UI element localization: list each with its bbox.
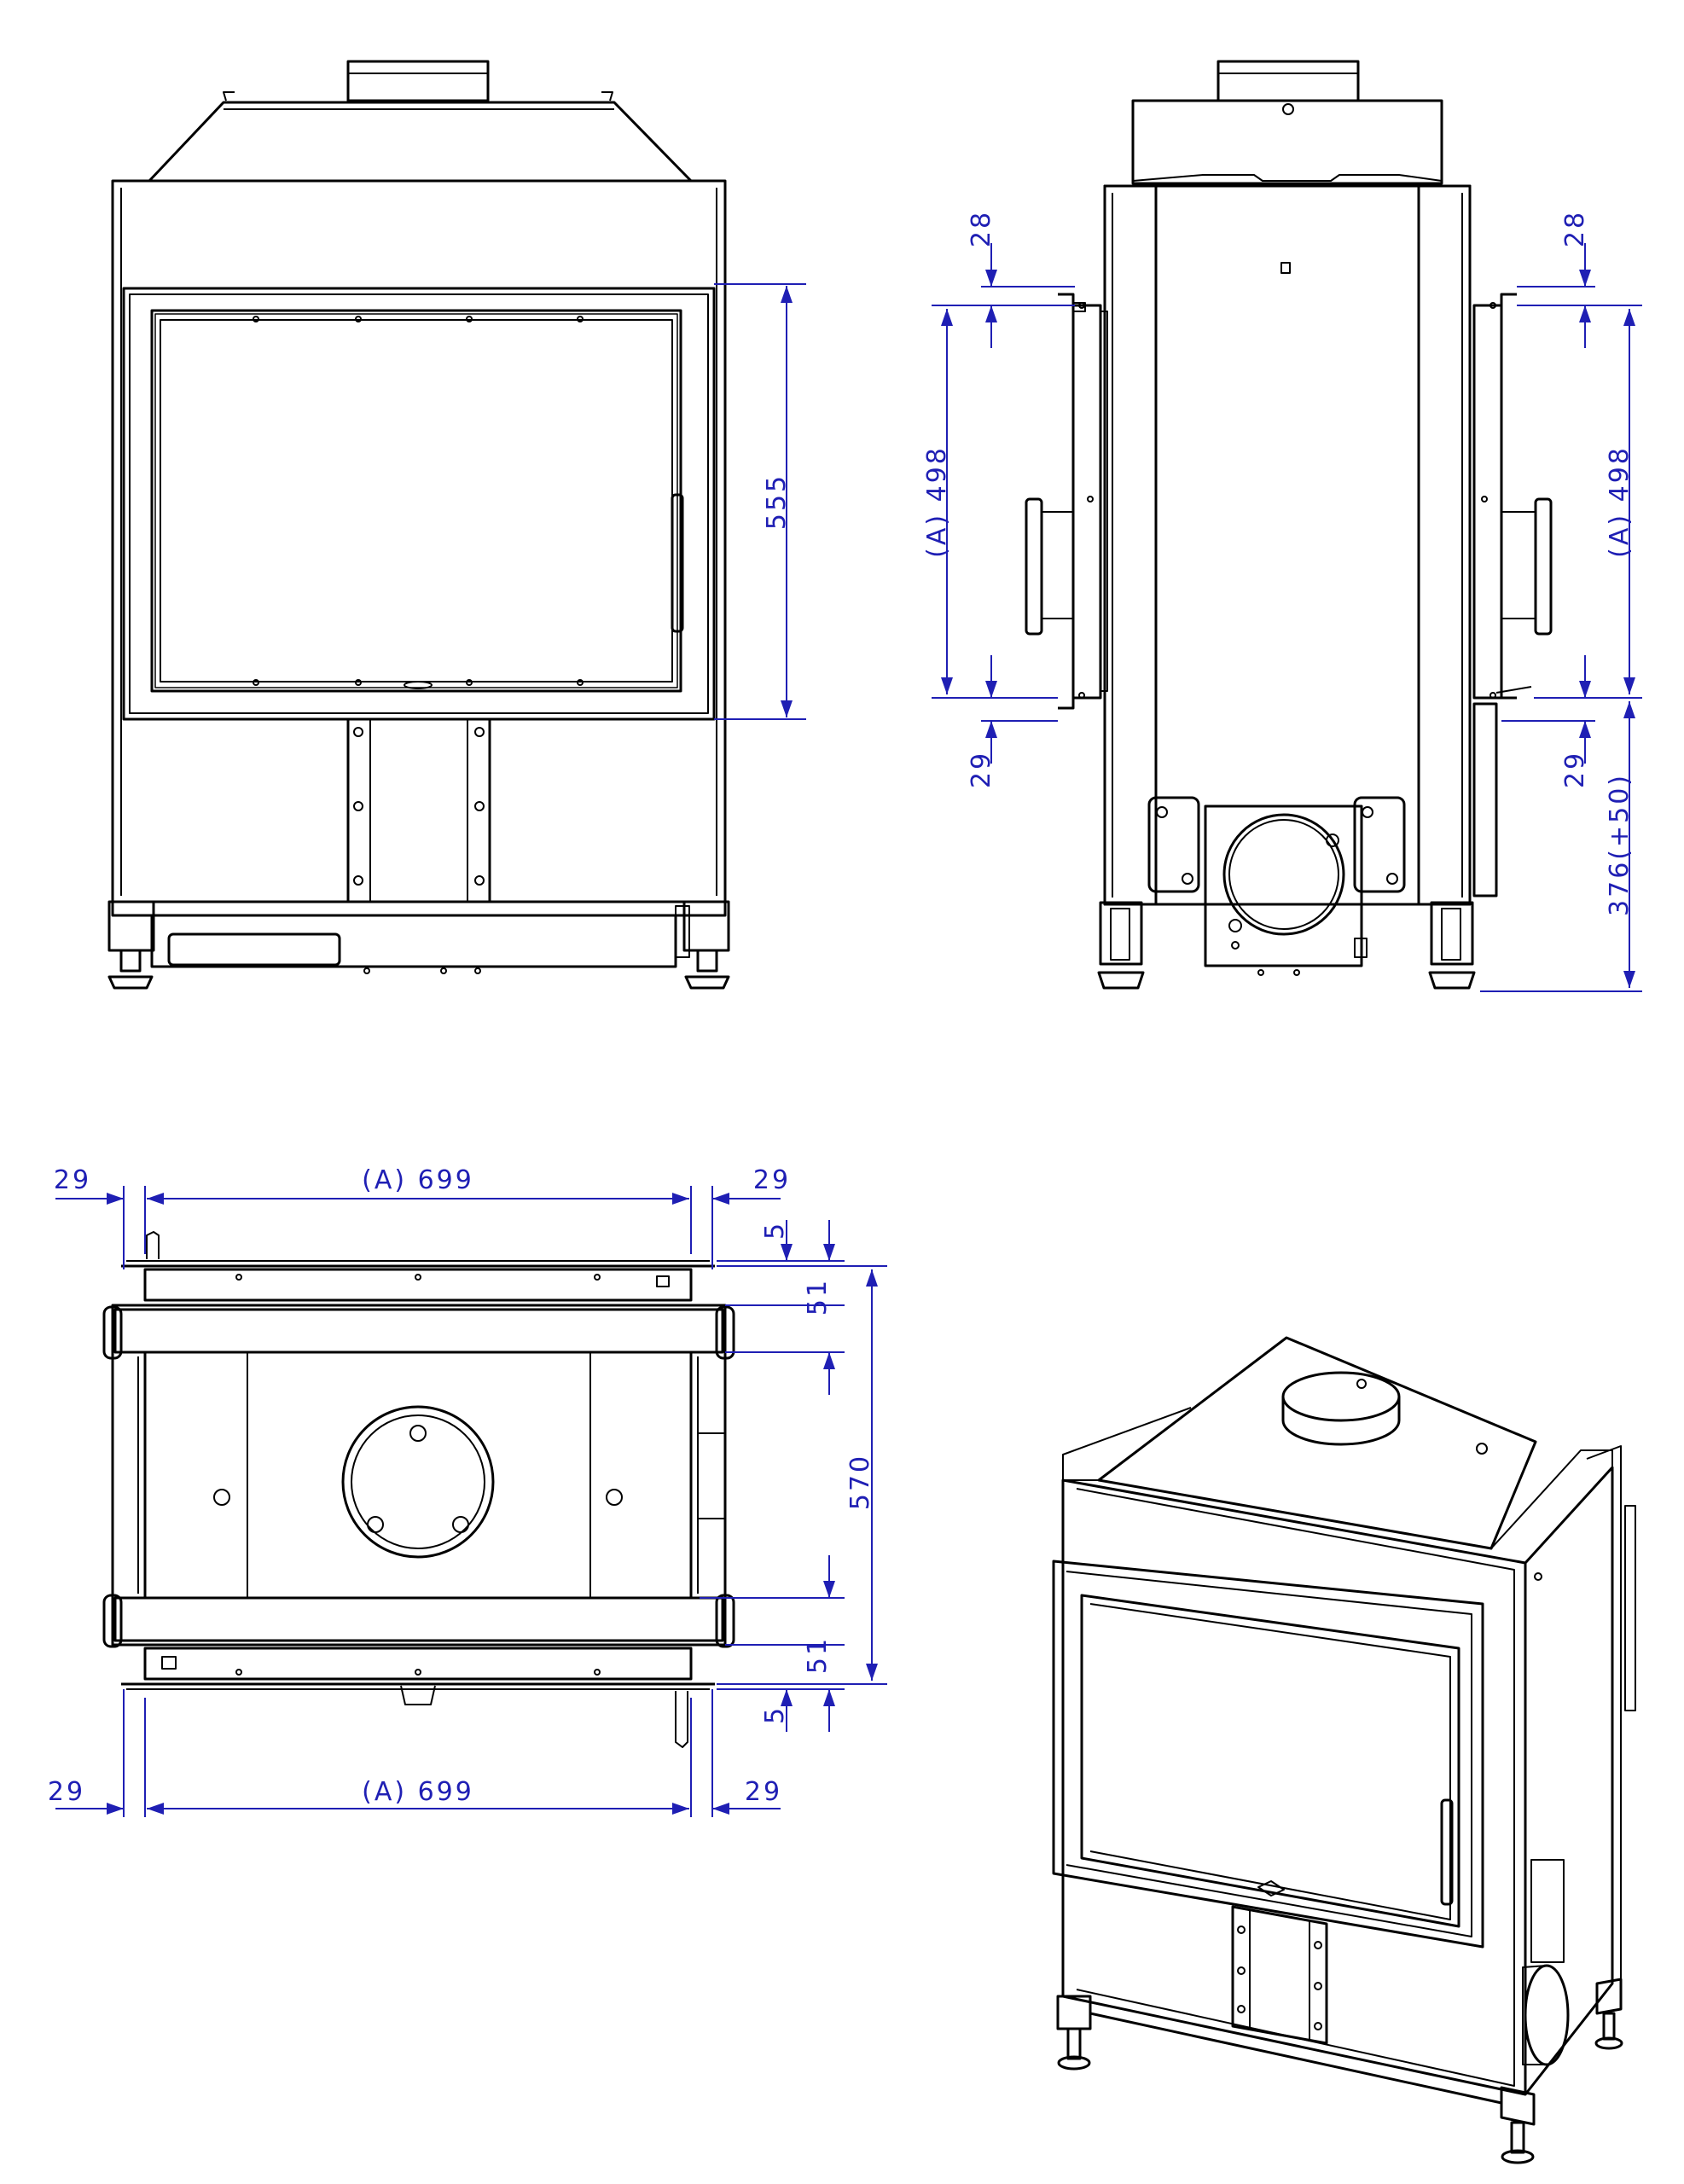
flue-collar: [346, 60, 490, 102]
dimension-label: 28: [967, 210, 996, 247]
dimension-label: (A) 699: [362, 1777, 474, 1807]
dimension-label: 29: [967, 751, 996, 788]
dimension-label: 570: [845, 1454, 875, 1510]
side-right-foot: [1430, 901, 1474, 966]
top-flue-ring: [341, 1405, 495, 1559]
iso-hood-top: [1097, 1336, 1537, 1550]
front-view-bolts: [253, 316, 584, 974]
top-view-bolts: [213, 1274, 623, 1676]
side-view: [1025, 60, 1553, 990]
isometric-view: [1052, 1336, 1636, 2164]
dimension-label: (A) 498: [1605, 445, 1635, 558]
air-intake-pipe: [1222, 813, 1345, 936]
iso-front-left-leg: [1056, 1995, 1092, 2030]
front-right-foot: [682, 900, 730, 952]
side-flue-collar: [1217, 60, 1360, 102]
iso-front-right-leg: [1500, 2086, 1536, 2126]
door-handle: [671, 493, 684, 633]
dimension-label: 51: [803, 1278, 833, 1316]
dimension-label: 28: [1560, 210, 1590, 247]
iso-flue-collar: [1281, 1371, 1401, 1422]
front-dimension-height: [714, 283, 806, 720]
side-left-door: [1058, 293, 1075, 710]
door-glass: [150, 309, 682, 693]
iso-view-bolts: [1237, 1572, 1542, 2030]
dimension-label: (A) 498: [922, 445, 952, 558]
air-intake-housing: [1204, 804, 1363, 967]
side-hood: [1131, 99, 1443, 185]
dimension-label: 5: [760, 1705, 790, 1724]
dimension-label: 29: [753, 1165, 791, 1195]
iso-door-frame: [1052, 1560, 1484, 1949]
iso-air-intake: [1524, 1964, 1570, 2066]
dimension-label: 29: [1560, 751, 1590, 788]
dimension-label: 5: [760, 1221, 790, 1240]
dimension-label: 51: [803, 1636, 833, 1674]
iso-door-handle: [1440, 1798, 1454, 1906]
front-left-foot: [107, 900, 155, 952]
iso-rear-leg: [1595, 1978, 1623, 2015]
top-outer-frame: [111, 1304, 727, 1647]
side-left-foot: [1099, 901, 1143, 966]
dimension-label: 29: [745, 1777, 782, 1807]
iso-right-side: [1524, 1466, 1614, 2095]
dimension-label: 29: [54, 1165, 91, 1195]
dimension-label: 555: [762, 473, 792, 530]
side-view-bolts: [1078, 302, 1496, 976]
dimension-label: 376(+50): [1605, 773, 1635, 916]
door-frame: [122, 287, 716, 721]
dimension-label: 29: [48, 1777, 85, 1807]
top-plate: [143, 1350, 693, 1600]
iso-door-glass: [1080, 1594, 1460, 1928]
side-right-door: [1500, 293, 1517, 700]
ash-panel: [346, 717, 491, 903]
top-view: [102, 1231, 735, 1748]
side-dimensions: [932, 243, 1642, 992]
smoke-hood: [148, 101, 693, 183]
top-dimensions: [55, 1186, 887, 1817]
dimension-label: (A) 699: [362, 1165, 474, 1195]
front-view: [107, 60, 730, 990]
base-frame: [111, 900, 727, 917]
